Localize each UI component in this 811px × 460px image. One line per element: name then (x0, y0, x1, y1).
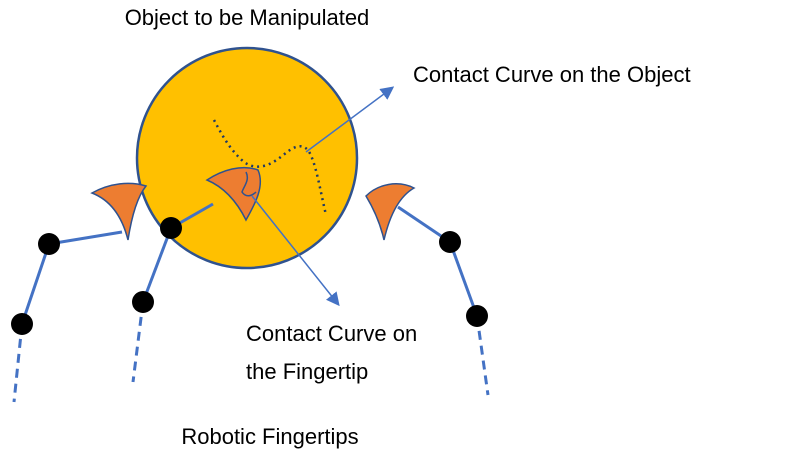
object-circle (135, 46, 359, 270)
right-finger (365, 183, 490, 396)
middle-finger (131, 166, 262, 383)
right-joint-upper (439, 231, 461, 253)
left-finger (11, 182, 148, 403)
right-fingertip (365, 183, 416, 241)
fingertip-curve-label-line1: Contact Curve on (246, 321, 417, 346)
fingertip-curve-label-line2: the Fingertip (246, 359, 368, 384)
left-joint-upper (38, 233, 60, 255)
middle-joint-lower (132, 291, 154, 313)
object-curve-arrow (305, 86, 395, 153)
left-finger-link (48, 230, 123, 246)
middle-joint-upper (160, 217, 182, 239)
middle-finger-link (141, 227, 173, 303)
object-contact-curve (212, 119, 328, 216)
fingertips-label: Robotic Fingertips (181, 424, 358, 449)
right-finger-link (448, 241, 479, 317)
fingertip-curve-arrow (251, 195, 340, 307)
left-joint-lower (11, 313, 33, 335)
fingertip-contact-curve (241, 171, 257, 197)
right-joint-lower (466, 305, 488, 327)
object-curve-label: Contact Curve on the Object (413, 62, 691, 87)
left-finger-link (20, 243, 51, 325)
left-fingertip (90, 182, 148, 241)
middle-finger-dashed-base (131, 301, 145, 383)
object-label: Object to be Manipulated (125, 5, 370, 30)
left-finger-dashed-base (12, 323, 24, 403)
right-finger-dashed-base (475, 315, 490, 396)
